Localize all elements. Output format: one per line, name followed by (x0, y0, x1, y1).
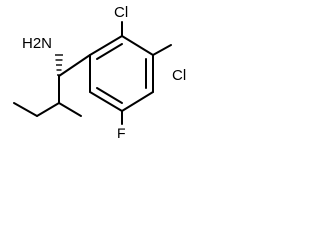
ring-bond-4 (121, 91, 154, 112)
chloro-right-label: Cl (172, 67, 186, 84)
ring-bond-1 (89, 35, 123, 56)
chloro-top-label: Cl (114, 4, 128, 21)
structure-canvas: H2N Cl Cl F (0, 0, 233, 155)
amine-label: H2N (22, 35, 52, 52)
fluoro-label: F (117, 125, 126, 141)
ring-bond-5 (89, 91, 123, 112)
ring-double-bond-c (96, 87, 123, 104)
bond-isopropyl-ch-to-methyl-right (36, 102, 60, 117)
bond-isopropyl-ch-to-methyl-left (13, 102, 38, 117)
bond-to-chloro-right (152, 44, 172, 56)
stereo-hash-bond (55, 54, 63, 76)
ring-bond-2 (121, 35, 154, 56)
bond-chiral-to-ring (58, 54, 91, 77)
ring-double-bond-a (96, 43, 123, 60)
molecule-structure: H2N Cl Cl F (13, 4, 186, 141)
bond-isopropyl-to-chiral-center (58, 102, 82, 117)
